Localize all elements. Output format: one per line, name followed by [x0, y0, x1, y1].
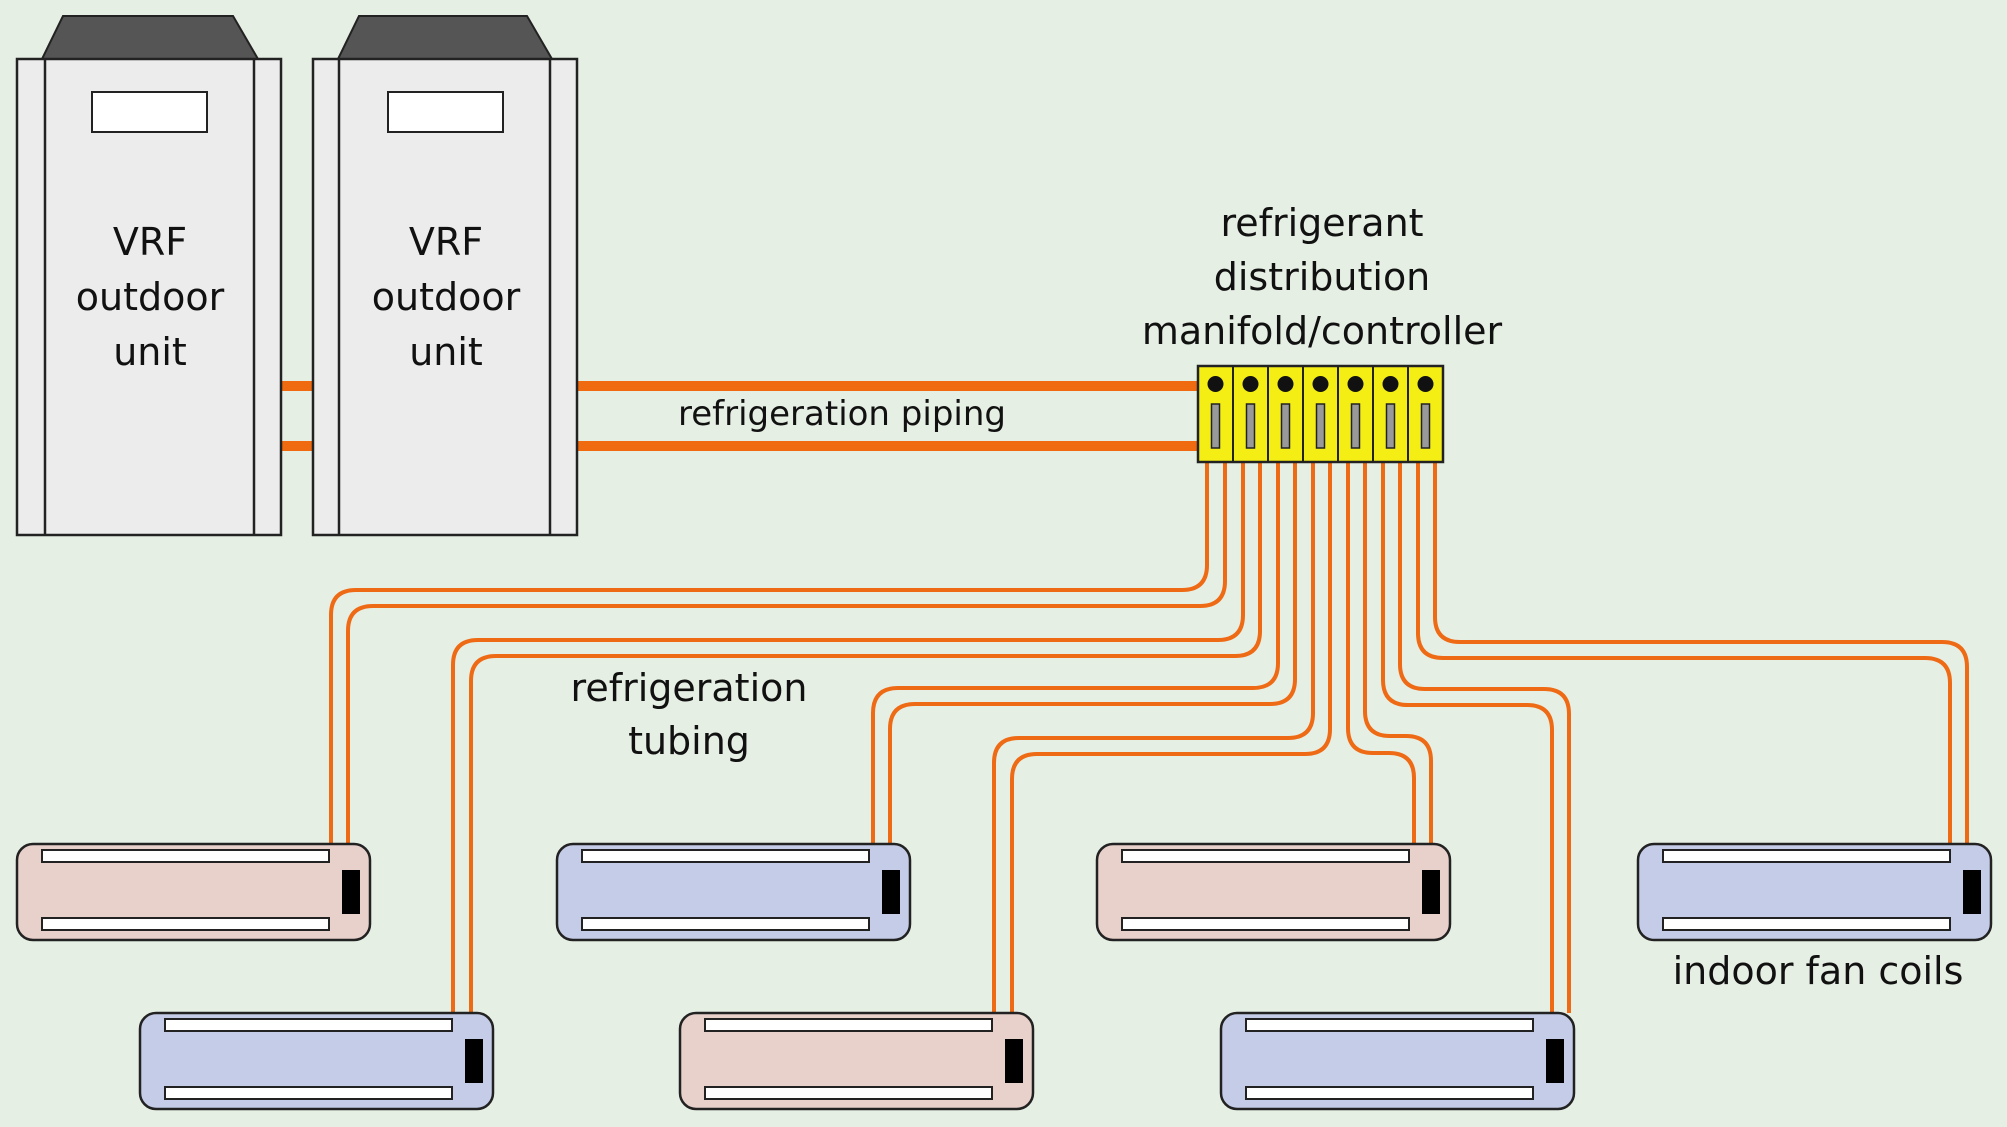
indoor-fan-coil — [1636, 842, 1993, 942]
port-valve — [1210, 403, 1221, 449]
port-valve — [1315, 403, 1326, 449]
indoor-fan-coil — [1095, 842, 1452, 942]
port-valve — [1245, 403, 1256, 449]
fan-coil-vent — [581, 917, 870, 931]
fan-coil-display — [465, 1039, 483, 1083]
manifold-label-line2: distribution — [1214, 255, 1431, 299]
fan-coil-display — [1963, 870, 1981, 914]
fan-coil-display — [882, 870, 900, 914]
manifold-port — [1407, 366, 1434, 462]
indoor-fan-coil — [138, 1011, 495, 1111]
refrigeration-piping — [281, 381, 1200, 451]
fan-coil-vent — [704, 1086, 993, 1100]
outdoor-unit-roof — [336, 15, 554, 60]
port-valve — [1420, 403, 1431, 449]
fan-coil-body — [15, 842, 372, 942]
manifold-port — [1267, 366, 1294, 462]
outdoor-unit-label-line1: VRF — [409, 220, 483, 264]
manifold-port — [1232, 366, 1259, 462]
distribution-manifold — [1196, 364, 1445, 464]
port-valve — [1280, 403, 1291, 449]
fan-coil-vent — [1245, 1086, 1534, 1100]
indoor-fan-coil — [555, 842, 912, 942]
fan-coil-vent — [164, 1086, 453, 1100]
fan-coil-vent — [581, 849, 870, 863]
fan-coil-display — [1005, 1039, 1023, 1083]
outdoor-unit-body — [311, 57, 579, 537]
manifold-port — [1337, 366, 1364, 462]
port-indicator — [1382, 376, 1399, 392]
outdoor-unit-display — [387, 91, 504, 133]
port-indicator — [1417, 376, 1434, 392]
outdoor-unit-1: VRF outdoor unit — [15, 15, 283, 537]
port-indicator — [1312, 376, 1329, 392]
indoor-fan-coil — [678, 1011, 1035, 1111]
manifold-port — [1372, 366, 1399, 462]
fan-coil-body — [555, 842, 912, 942]
manifold-label-line1: refrigerant — [1220, 201, 1423, 245]
port-indicator — [1347, 376, 1364, 392]
fan-coil-display — [342, 870, 360, 914]
outdoor-unit-label-line2: outdoor — [76, 275, 225, 319]
fan-coil-body — [138, 1011, 495, 1111]
refrigeration-tubing-label-line1: refrigeration — [571, 666, 808, 710]
indoor-fan-coil — [15, 842, 372, 942]
outdoor-unit-display — [91, 91, 208, 133]
fan-coil-vent — [1245, 1018, 1534, 1032]
outdoor-unit-2: VRF outdoor unit — [311, 15, 579, 537]
fan-coil-vent — [1121, 917, 1410, 931]
outdoor-unit-label-line2: outdoor — [372, 275, 521, 319]
outdoor-unit-label-line3: unit — [113, 330, 187, 374]
fan-coil-vent — [1121, 849, 1410, 863]
port-indicator — [1277, 376, 1294, 392]
outdoor-unit-label-line3: unit — [409, 330, 483, 374]
fan-coil-body — [678, 1011, 1035, 1111]
indoor-fan-coils — [15, 842, 1993, 1111]
indoor-fan-coil — [1219, 1011, 1576, 1111]
fan-coil-vent — [41, 917, 330, 931]
port-indicator — [1242, 376, 1259, 392]
fan-coil-vent — [41, 849, 330, 863]
refrigeration-tubing — [329, 462, 1969, 1013]
fan-coil-display — [1422, 870, 1440, 914]
manifold-port — [1302, 366, 1329, 462]
fan-coil-body — [1636, 842, 1993, 942]
port-valve — [1385, 403, 1396, 449]
fan-coil-display — [1546, 1039, 1564, 1083]
refrigeration-piping-label: refrigeration piping — [678, 394, 1006, 434]
manifold-label-line3: manifold/controller — [1142, 309, 1503, 353]
port-indicator — [1207, 376, 1224, 392]
outdoor-unit-body — [15, 57, 283, 537]
port-valve — [1350, 403, 1361, 449]
fan-coil-vent — [1662, 849, 1951, 863]
manifold-port — [1207, 376, 1224, 449]
fan-coil-vent — [704, 1018, 993, 1032]
fan-coil-body — [1219, 1011, 1576, 1111]
refrigeration-tubing-label-line2: tubing — [628, 719, 750, 763]
fan-coil-body — [1095, 842, 1452, 942]
fan-coil-vent — [1662, 917, 1951, 931]
outdoor-unit-roof — [40, 15, 260, 60]
outdoor-unit-label-line1: VRF — [113, 220, 187, 264]
indoor-fan-coils-label: indoor fan coils — [1673, 949, 1964, 993]
fan-coil-vent — [164, 1018, 453, 1032]
